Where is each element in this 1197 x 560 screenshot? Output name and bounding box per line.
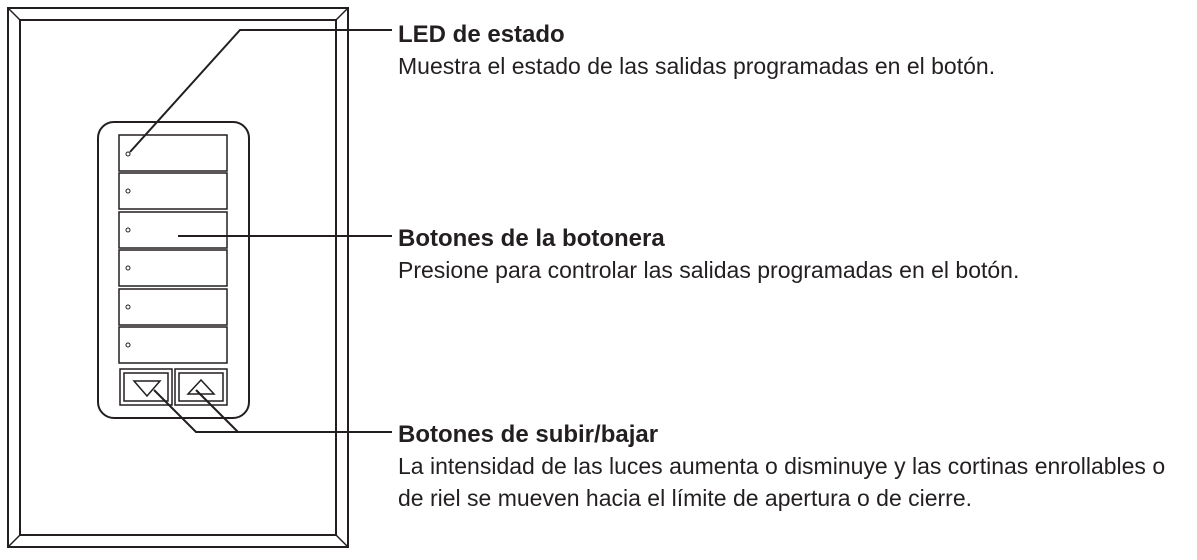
status-led-3	[125, 227, 131, 233]
leader-line-lower	[153, 389, 392, 433]
leader-line-raise	[195, 389, 239, 433]
callout-raise-lower-buttons: Botones de subir/bajar La intensidad de …	[398, 420, 1193, 514]
wallplate-bevel-tr	[335, 7, 349, 21]
keypad-button-2[interactable]	[118, 172, 228, 210]
wallplate-bevel-bl	[7, 534, 21, 548]
keypad-button-1[interactable]	[118, 134, 228, 172]
keypad-button-3[interactable]	[118, 211, 228, 249]
wallplate-bevel-br	[335, 534, 349, 548]
status-led-1	[125, 151, 131, 157]
callout-raise-lower-title: Botones de subir/bajar	[398, 421, 659, 448]
lower-button-face	[123, 372, 169, 402]
keypad-button-5[interactable]	[118, 288, 228, 326]
wallplate-outer-edge	[7, 7, 349, 548]
raise-button-face	[178, 372, 224, 402]
callout-status-led-description: Muestra el estado de las salidas program…	[398, 53, 996, 79]
raise-button-frame	[174, 368, 228, 406]
status-led-4	[125, 265, 131, 271]
leader-line-status-led	[129, 29, 392, 153]
status-led-6	[125, 342, 131, 348]
keypad-buttons	[118, 134, 228, 364]
callout-raise-lower-description: La intensidad de las luces aumenta o dis…	[398, 453, 1166, 511]
callout-status-led: LED de estado Muestra el estado de las s…	[398, 20, 1193, 82]
wallplate-inner-edge	[19, 19, 337, 536]
wallplate-bevel-tl	[7, 7, 21, 21]
keypad-button-6[interactable]	[118, 326, 228, 364]
wallplate	[7, 7, 349, 548]
status-leds	[125, 151, 131, 348]
raise-button[interactable]	[174, 368, 228, 406]
status-led-5	[125, 304, 131, 310]
leader-lines	[129, 29, 392, 433]
triangle-down-icon	[132, 380, 162, 398]
keypad-button-4[interactable]	[118, 249, 228, 287]
callout-keypad-buttons: Botones de la botonera Presione para con…	[398, 224, 1193, 286]
callout-status-led-title: LED de estado	[398, 21, 565, 48]
callout-keypad-buttons-title: Botones de la botonera	[398, 225, 665, 252]
callout-keypad-buttons-description: Presione para controlar las salidas prog…	[398, 257, 1020, 283]
status-led-2	[125, 188, 131, 194]
